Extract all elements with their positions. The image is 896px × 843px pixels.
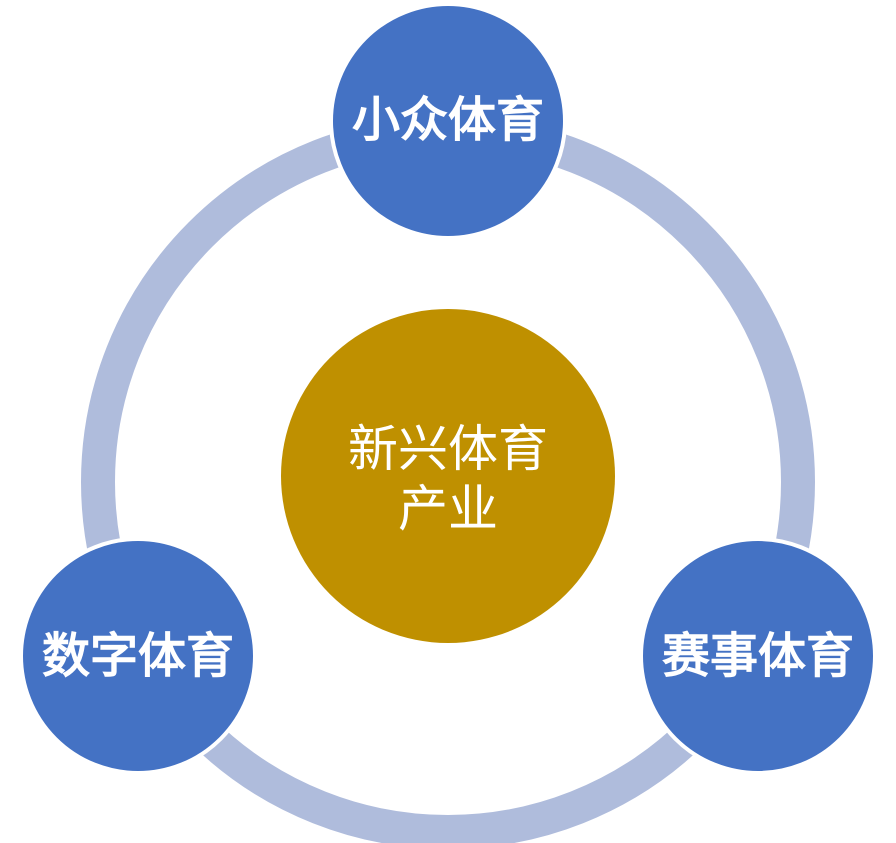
node-top: 小众体育: [329, 2, 567, 240]
node-label-left: 数字体育: [42, 628, 234, 684]
center-label-line-2: 产业: [398, 480, 498, 538]
node-label-top: 小众体育: [352, 92, 544, 148]
node-circle-top: [329, 2, 567, 240]
node-circle-left: [19, 537, 257, 775]
node-right: 赛事体育: [639, 537, 877, 775]
node-circle-right: [639, 537, 877, 775]
node-left: 数字体育: [19, 537, 257, 775]
center-node: 新兴体育 产业: [281, 309, 615, 643]
node-label-right: 赛事体育: [662, 628, 854, 684]
center-label-line-1: 新兴体育: [348, 420, 548, 478]
center-circle: [281, 309, 615, 643]
